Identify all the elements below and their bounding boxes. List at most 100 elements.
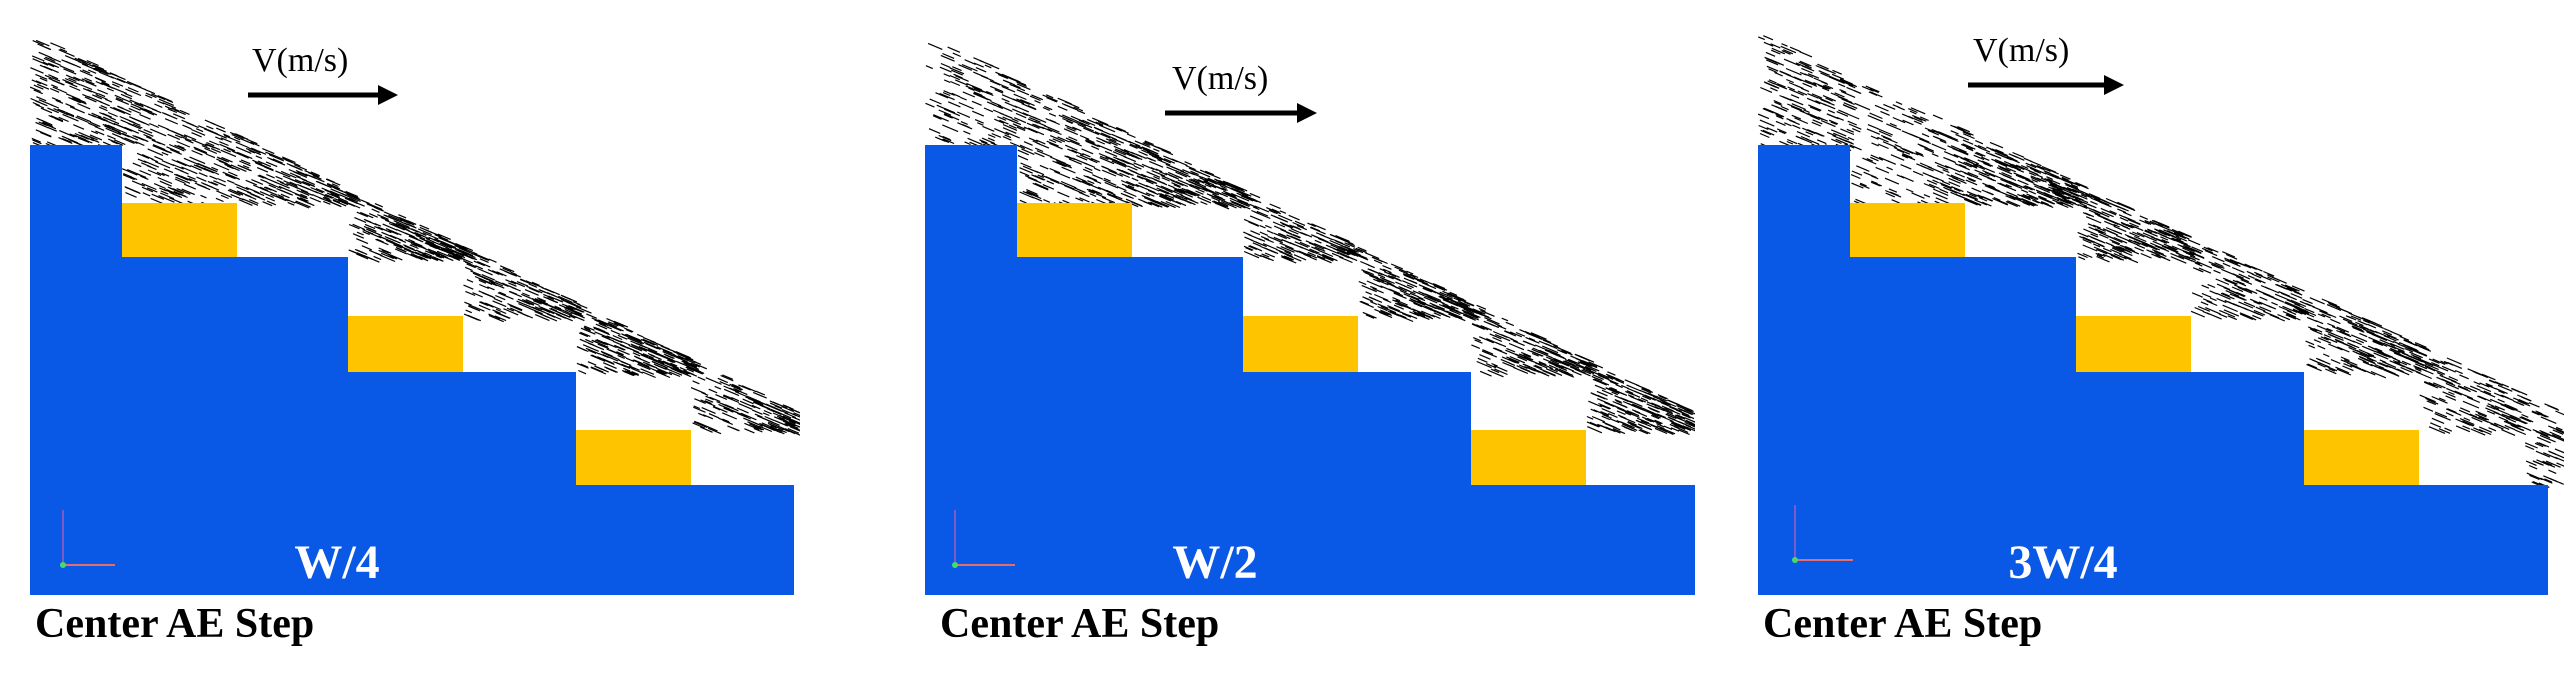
velocity-vector [2012,165,2022,171]
velocity-vector [2123,256,2139,264]
velocity-vector [204,143,215,149]
velocity-vector [102,123,111,129]
velocity-vector [1524,330,1534,336]
velocity-vector [2494,405,2506,411]
velocity-vector [39,77,48,82]
velocity-vector [973,91,983,97]
velocity-vector [289,181,298,186]
velocity-vector [1549,367,1558,373]
velocity-vector [1811,121,1822,127]
velocity-vector [1004,101,1018,108]
velocity-vector [1539,349,1549,355]
velocity-vector [80,84,93,91]
velocity-vector [2085,216,2102,224]
velocity-vector [1019,167,1033,174]
velocity-vector [1954,163,1970,171]
velocity-vector [1646,403,1660,410]
velocity-vector [1048,139,1057,144]
velocity-vector [235,146,252,154]
velocity-vector [251,179,264,185]
velocity-vector [1820,98,1835,106]
velocity-vector [110,72,126,81]
velocity-vector [422,231,439,240]
velocity-vector [666,365,677,371]
velocity-vector [2320,336,2329,341]
velocity-vector [1632,414,1640,418]
velocity-vector [670,362,678,367]
velocity-vector [73,124,85,130]
velocity-vector [2171,237,2180,242]
velocity-vector [173,173,189,181]
velocity-vector [1629,411,1640,417]
velocity-vector [722,419,734,426]
velocity-vector [1584,366,1597,372]
velocity-vector [2514,429,2527,436]
velocity-vector [1897,106,1905,111]
velocity-vector [1068,158,1082,165]
velocity-vector [2074,182,2089,190]
velocity-vector [183,157,200,166]
velocity-vector [2149,220,2164,228]
velocity-vector [1489,333,1502,340]
velocity-vector [2253,309,2266,316]
velocity-vector [1446,310,1463,319]
velocity-vector [1105,155,1118,162]
velocity-vector [1946,134,1958,141]
velocity-vector [1609,380,1618,386]
velocity-vector [2247,275,2255,279]
velocity-vector [578,369,587,375]
velocity-vector [1167,184,1175,189]
velocity-vector [2047,184,2063,192]
velocity-vector [268,154,285,162]
velocity-vector [1854,102,1871,111]
velocity-vector [1034,100,1041,104]
velocity-vector [1221,187,1228,191]
velocity-vector [1406,284,1414,289]
velocity-vector [2001,171,2012,178]
velocity-vector [645,354,654,359]
velocity-vector [141,162,152,168]
velocity-vector [2165,232,2182,241]
velocity-vector [1394,302,1403,307]
velocity-vector [753,401,765,407]
velocity-vector [1421,282,1437,290]
velocity-vector [2009,182,2023,189]
velocity-vector [1542,358,1552,363]
velocity-vector [1476,360,1492,369]
velocity-vector [1076,120,1093,129]
velocity-vector [377,226,392,234]
velocity-vector [1399,289,1411,296]
velocity-vector [1867,124,1879,130]
velocity-vector [157,176,173,185]
velocity-vector [2082,252,2093,259]
velocity-vector [2510,414,2517,419]
velocity-vector [1111,133,1127,142]
velocity-vector [1306,253,1318,259]
velocity-vector [204,147,218,155]
velocity-vector [1962,139,1974,145]
velocity-vector [2313,339,2322,344]
velocity-vector [2440,360,2448,365]
velocity-vector [960,121,968,125]
velocity-vector [1104,150,1118,157]
velocity-vector [1431,314,1441,320]
velocity-vector [1286,254,1302,262]
velocity-vector [1626,387,1642,395]
velocity-vector [1024,175,1038,182]
velocity-vector [941,138,950,143]
velocity-vector [94,125,105,131]
velocity-vector [242,198,259,206]
velocity-vector [166,128,183,137]
velocity-vector [168,143,185,152]
velocity-vector [207,129,219,135]
velocity-vector [1637,398,1647,403]
velocity-vector [2458,409,2472,416]
velocity-vector [325,199,342,208]
velocity-vector [181,136,192,142]
velocity-vector [1785,67,1802,76]
velocity-vector [2111,247,2123,253]
velocity-vector [1905,188,1914,193]
velocity-vector [496,312,510,319]
velocity-vector [1890,154,1905,161]
velocity-vector [1996,167,2013,175]
